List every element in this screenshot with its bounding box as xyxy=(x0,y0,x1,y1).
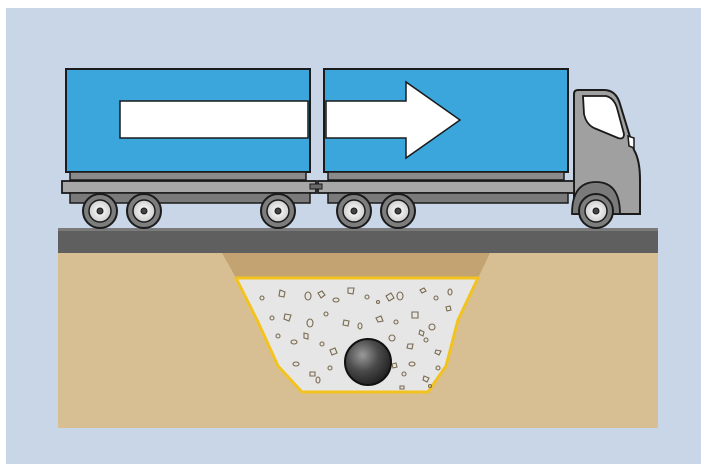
axle-block-rear xyxy=(69,192,311,204)
arrow-right-icon xyxy=(119,80,462,160)
cab-window xyxy=(582,95,625,140)
wheel xyxy=(260,193,296,229)
cab-mirror xyxy=(627,134,635,150)
trench-backfill xyxy=(234,276,480,394)
chassis-rear xyxy=(61,180,317,194)
wheels xyxy=(82,193,614,229)
gravel xyxy=(259,287,453,390)
road-highlight xyxy=(58,228,658,231)
wheel xyxy=(336,193,372,229)
wheel xyxy=(578,193,614,229)
wheel xyxy=(126,193,162,229)
trailer-rail-front xyxy=(327,171,565,181)
road-surface xyxy=(58,228,658,253)
truck-icon xyxy=(61,68,641,229)
wheel xyxy=(380,193,416,229)
hitch xyxy=(309,183,323,190)
trailer-rail-rear xyxy=(69,171,307,181)
axle-block-front xyxy=(327,192,569,204)
chassis-front xyxy=(317,180,575,194)
trench-top-layer xyxy=(222,253,490,278)
wheel xyxy=(82,193,118,229)
pipe-icon xyxy=(344,338,392,386)
